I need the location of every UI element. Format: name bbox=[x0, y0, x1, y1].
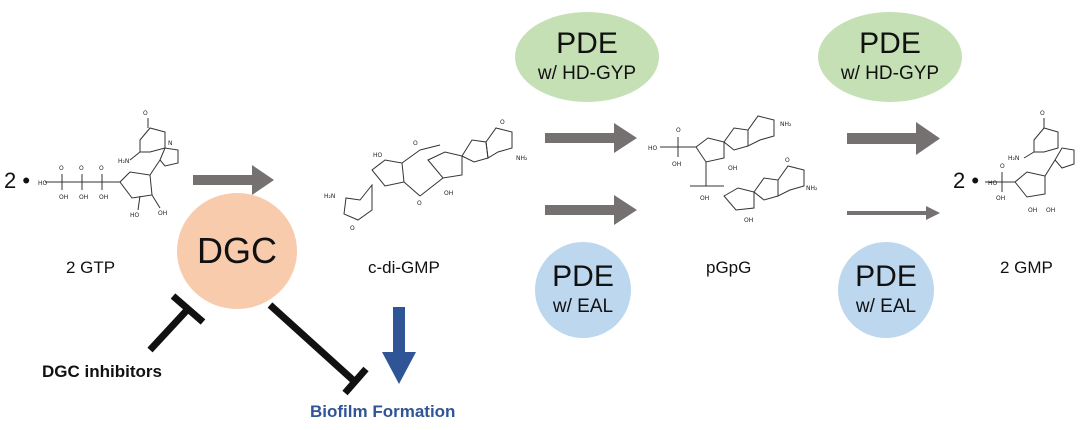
svg-text:H₂N: H₂N bbox=[118, 158, 129, 165]
svg-text:O: O bbox=[1040, 110, 1045, 117]
dgc-enzyme: DGC bbox=[177, 193, 297, 309]
svg-text:OH: OH bbox=[79, 194, 88, 201]
pde-hdgyp-1-subtitle: w/ HD-GYP bbox=[537, 63, 637, 84]
dgc-label: DGC bbox=[197, 230, 277, 271]
svg-text:OH: OH bbox=[1028, 207, 1037, 214]
pde-hdgyp-enzyme-1: PDE w/ HD-GYP bbox=[515, 12, 659, 102]
svg-text:NH₂: NH₂ bbox=[806, 185, 818, 192]
gtp-coefficient: 2 • bbox=[4, 168, 31, 193]
pgpg-structure bbox=[660, 115, 805, 211]
pde-eal-enzyme-1: PDE w/ EAL bbox=[535, 242, 631, 338]
gmp-structure bbox=[985, 118, 1075, 198]
inhibition-inhibitors-to-dgc bbox=[147, 293, 206, 353]
arrow-pgpg-to-gmp-eal bbox=[847, 206, 940, 220]
pde-eal-enzyme-2: PDE w/ EAL bbox=[838, 242, 934, 338]
pde-eal-2-subtitle: w/ EAL bbox=[855, 296, 917, 317]
pde-eal-1-subtitle: w/ EAL bbox=[552, 296, 614, 317]
gmp-atom-labels: HO O OH OH OH O H₂N bbox=[988, 110, 1055, 214]
pgpg-label: pGpG bbox=[706, 258, 752, 277]
pde-eal-1-title: PDE bbox=[552, 260, 614, 293]
arrow-gtp-to-cdigmp bbox=[193, 165, 274, 195]
gtp-label: 2 GTP bbox=[66, 258, 116, 277]
dgc-inhibitors-label: DGC inhibitors bbox=[42, 362, 162, 381]
pde-hdgyp-2-title: PDE bbox=[859, 27, 921, 60]
svg-text:HO: HO bbox=[373, 152, 383, 159]
arrow-cdigmp-to-pgpg-hdgyp bbox=[545, 123, 637, 153]
arrow-cdigmp-to-pgpg-eal bbox=[545, 195, 637, 225]
svg-text:H₂N: H₂N bbox=[324, 193, 335, 200]
svg-text:O: O bbox=[99, 165, 104, 172]
cdigmp-atom-labels: HO O O OH NH₂ O H₂N O bbox=[324, 119, 528, 232]
svg-text:HO: HO bbox=[130, 212, 140, 219]
svg-text:N: N bbox=[168, 140, 173, 147]
svg-text:OH: OH bbox=[444, 190, 453, 197]
gtp-structure bbox=[45, 118, 179, 211]
svg-text:O: O bbox=[785, 157, 790, 164]
svg-text:NH₂: NH₂ bbox=[780, 121, 792, 128]
arrow-pgpg-to-gmp-hdgyp bbox=[847, 122, 940, 155]
cdigmp-structure bbox=[343, 127, 513, 221]
svg-text:OH: OH bbox=[158, 210, 167, 217]
svg-text:O: O bbox=[79, 165, 84, 172]
svg-text:OH: OH bbox=[728, 165, 737, 172]
svg-text:H₂N: H₂N bbox=[1008, 155, 1019, 162]
svg-text:O: O bbox=[500, 119, 505, 126]
pde-hdgyp-2-subtitle: w/ HD-GYP bbox=[840, 63, 940, 84]
pgpg-atom-labels: HO O OH OH OH OH NH₂ NH₂ O bbox=[648, 121, 818, 224]
svg-text:OH: OH bbox=[700, 195, 709, 202]
svg-text:HO: HO bbox=[988, 180, 998, 187]
svg-text:OH: OH bbox=[996, 195, 1005, 202]
svg-text:O: O bbox=[143, 110, 148, 117]
svg-text:OH: OH bbox=[744, 217, 753, 224]
biofilm-formation-label: Biofilm Formation bbox=[310, 402, 456, 421]
arrow-to-biofilm bbox=[382, 307, 416, 384]
cdigmp-label: c-di-GMP bbox=[368, 258, 440, 277]
pde-eal-2-title: PDE bbox=[855, 260, 917, 293]
svg-text:HO: HO bbox=[38, 180, 48, 187]
gtp-atom-labels: HO O O O OH OH OH HO OH O H₂N N bbox=[38, 110, 173, 219]
svg-text:OH: OH bbox=[59, 194, 68, 201]
svg-text:O: O bbox=[417, 200, 422, 207]
svg-text:O: O bbox=[413, 140, 418, 147]
svg-text:HO: HO bbox=[648, 145, 658, 152]
pde-hdgyp-1-title: PDE bbox=[556, 27, 618, 60]
svg-text:O: O bbox=[1000, 163, 1005, 170]
gmp-coefficient: 2 • bbox=[953, 168, 980, 193]
inhibition-dgc-to-biofilm bbox=[267, 302, 369, 396]
svg-text:OH: OH bbox=[672, 161, 681, 168]
svg-text:OH: OH bbox=[1046, 207, 1055, 214]
svg-text:O: O bbox=[676, 127, 681, 134]
svg-text:O: O bbox=[350, 225, 355, 232]
gmp-label: 2 GMP bbox=[1000, 258, 1053, 277]
svg-text:NH₂: NH₂ bbox=[516, 155, 528, 162]
svg-text:O: O bbox=[59, 165, 64, 172]
pde-hdgyp-enzyme-2: PDE w/ HD-GYP bbox=[818, 12, 962, 102]
svg-text:OH: OH bbox=[99, 194, 108, 201]
